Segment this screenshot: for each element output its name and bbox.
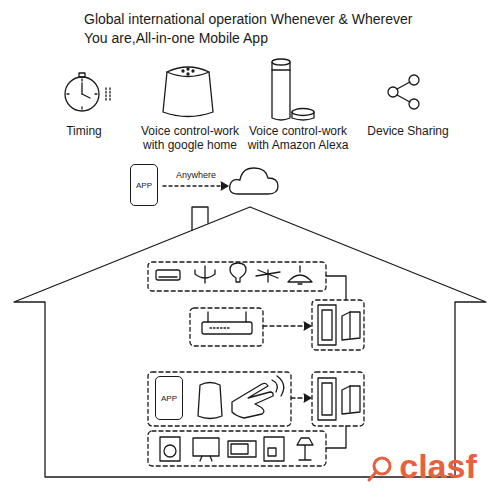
watermark: clasf <box>388 446 488 487</box>
timer-icon <box>65 73 110 111</box>
router-icon <box>202 312 252 334</box>
wire <box>326 276 346 300</box>
phone-app: APP <box>155 376 183 420</box>
dashed-arrow <box>163 185 226 186</box>
ceiling-appliances <box>156 263 312 284</box>
share-icon <box>388 75 419 109</box>
google-home-icon <box>163 67 213 117</box>
feature-label: Device Sharing <box>353 124 463 138</box>
feature-label: Voice control-work with Amazon Alexa <box>238 124 358 153</box>
house-outline <box>14 207 486 477</box>
switch-module <box>318 378 360 420</box>
arrow-label: Anywhere <box>161 170 231 181</box>
node-text: APP <box>136 181 152 190</box>
feature-label: Voice control-work with google home <box>130 124 250 153</box>
home-appliances <box>160 437 313 461</box>
alexa-icon <box>272 59 314 120</box>
title: Global international operation Whenever … <box>84 10 429 48</box>
watermark-icon <box>369 458 390 480</box>
chimney <box>192 207 208 230</box>
wire <box>326 426 346 448</box>
controllers <box>198 376 284 419</box>
phone-app: APP <box>130 164 158 206</box>
node-text: APP <box>161 394 177 403</box>
cloud-icon <box>230 168 278 194</box>
feature-label: Timing <box>49 124 119 138</box>
switch-module <box>318 305 360 345</box>
